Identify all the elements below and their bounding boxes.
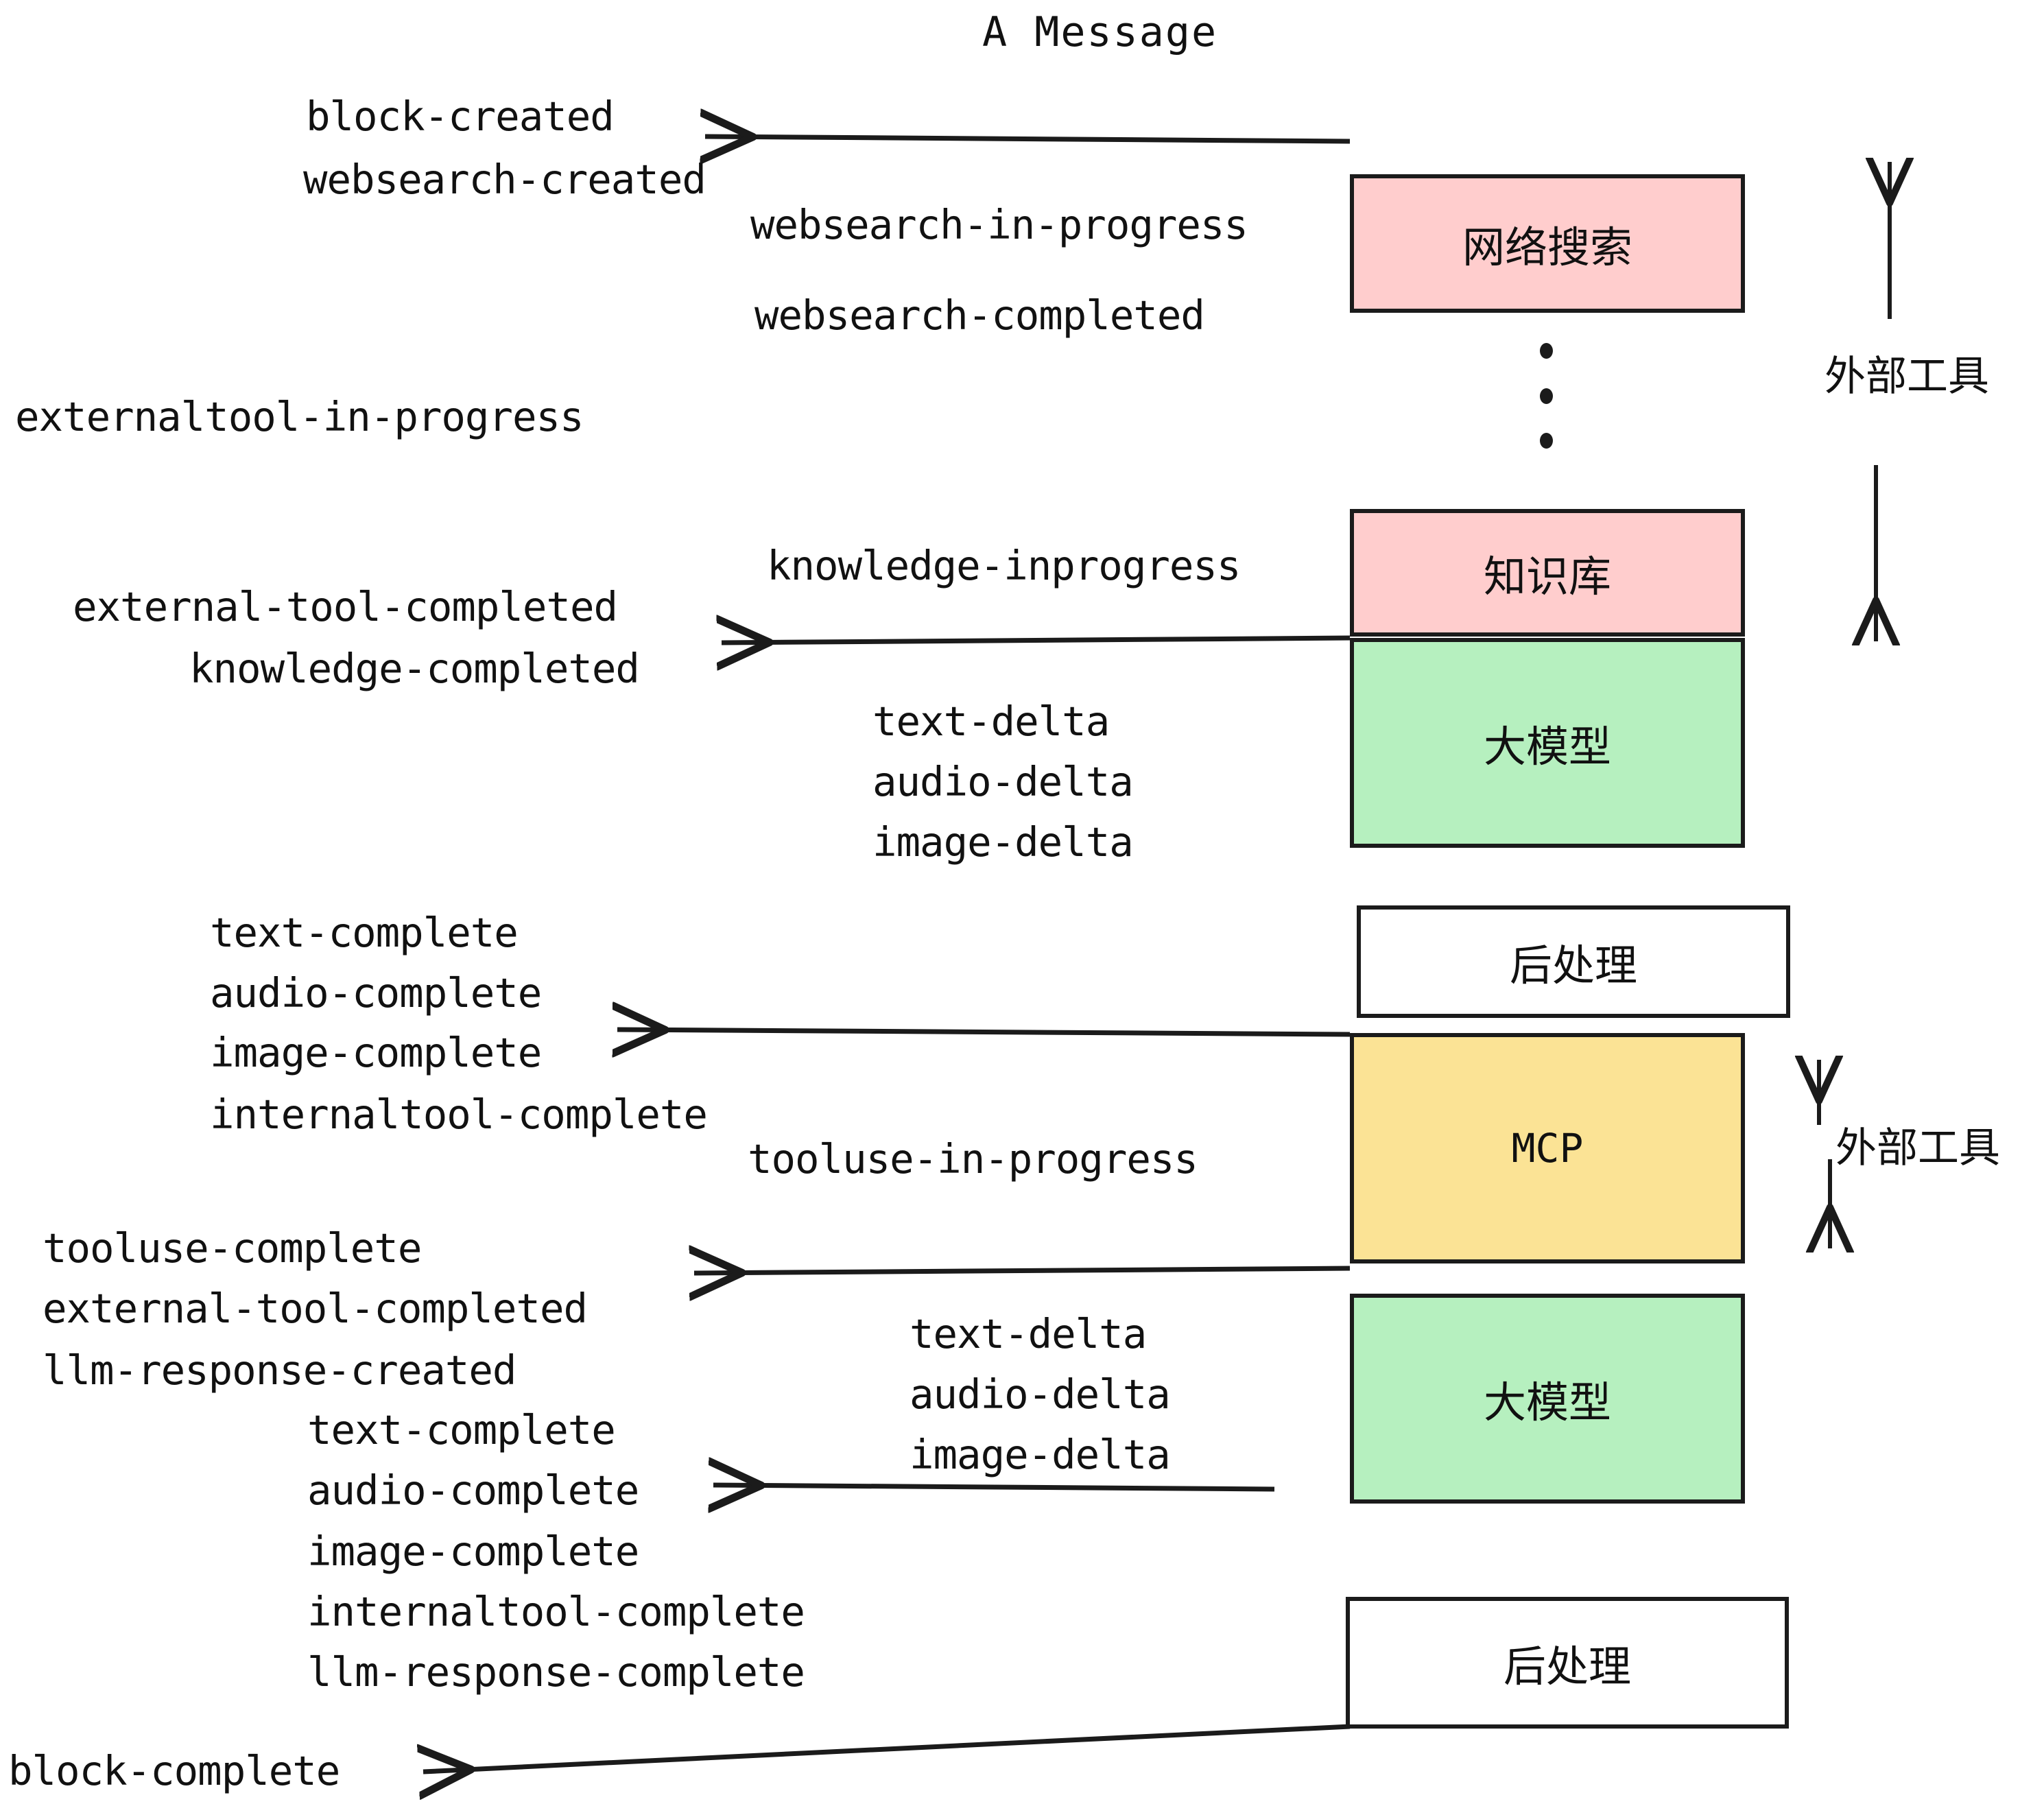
group-label-external-tools-1: 外部工具 [1825,353,1989,401]
node-mcp[interactable]: MCP [1350,1033,1745,1263]
event-block-created: block-created [306,93,615,140]
event-image-complete-1: image-complete [210,1029,542,1076]
arrow-mcp-to-tooluse-complete [694,1268,1351,1273]
node-llm-1[interactable]: 大模型 [1350,638,1745,848]
node-postprocess-2-label: 后处理 [1503,1641,1631,1692]
node-postprocess-1[interactable]: 后处理 [1357,905,1790,1018]
event-tooluse-complete: tooluse-complete [43,1224,422,1272]
event-websearch-in-progress: websearch-in-progress [750,201,1248,248]
event-audio-delta-2: audio-delta [910,1370,1171,1418]
arrow-llm-to-audiocomplete [713,1485,1275,1489]
event-external-tool-completed-1: external-tool-completed [73,583,618,630]
event-image-delta-2: image-delta [910,1431,1171,1478]
event-llm-response-complete: llm-response-complete [307,1648,805,1696]
event-audio-complete-2: audio-complete [307,1467,639,1514]
event-text-complete-1: text-complete [210,909,519,956]
arrow-knowledge-to-completed [722,638,1351,643]
node-websearch-label: 网络搜索 [1462,222,1632,272]
event-knowledge-completed: knowledge-completed [189,645,640,692]
node-knowledge-base[interactable]: 知识库 [1350,509,1745,637]
event-image-delta-1: image-delta [872,818,1134,866]
event-text-delta-2: text-delta [910,1310,1147,1357]
event-audio-delta-1: audio-delta [872,758,1134,805]
node-llm-2[interactable]: 大模型 [1350,1294,1745,1504]
event-audio-complete-1: audio-complete [210,969,542,1017]
event-tooluse-in-progress: tooluse-in-progress [748,1135,1198,1183]
event-internaltool-complete-1: internaltool-complete [210,1091,708,1138]
event-websearch-created: websearch-created [303,156,706,203]
arrow-postprocess-to-imagecomplete [617,1030,1351,1034]
event-websearch-completed: websearch-completed [754,292,1205,339]
node-websearch[interactable]: 网络搜索 [1350,174,1745,313]
node-llm-2-label: 大模型 [1483,1377,1611,1427]
node-mcp-label: MCP [1511,1125,1584,1172]
event-knowledge-inprogress: knowledge-inprogress [767,542,1241,589]
event-image-complete-2: image-complete [307,1528,639,1575]
event-internaltool-complete-2: internaltool-complete [307,1588,805,1635]
node-llm-1-label: 大模型 [1483,722,1611,772]
event-text-complete-2: text-complete [307,1406,616,1453]
event-external-tool-completed-2: external-tool-completed [43,1285,588,1332]
event-text-delta-1: text-delta [872,698,1110,745]
arrow-postprocess-to-blockcomplete [423,1724,1351,1772]
group-label-external-tools-2: 外部工具 [1835,1124,2000,1172]
diagram-title: A Message [982,8,1218,56]
node-postprocess-1-label: 后处理 [1509,940,1637,990]
event-block-complete: block-complete [8,1747,340,1794]
event-externaltool-in-progress: externaltool-in-progress [15,393,584,440]
vertical-ellipsis-icon [1538,343,1554,449]
node-knowledge-base-label: 知识库 [1483,551,1611,602]
event-llm-response-created: llm-response-created [43,1346,516,1394]
arrow-websearch-to-blockcreated [705,137,1351,141]
node-postprocess-2[interactable]: 后处理 [1346,1597,1789,1729]
